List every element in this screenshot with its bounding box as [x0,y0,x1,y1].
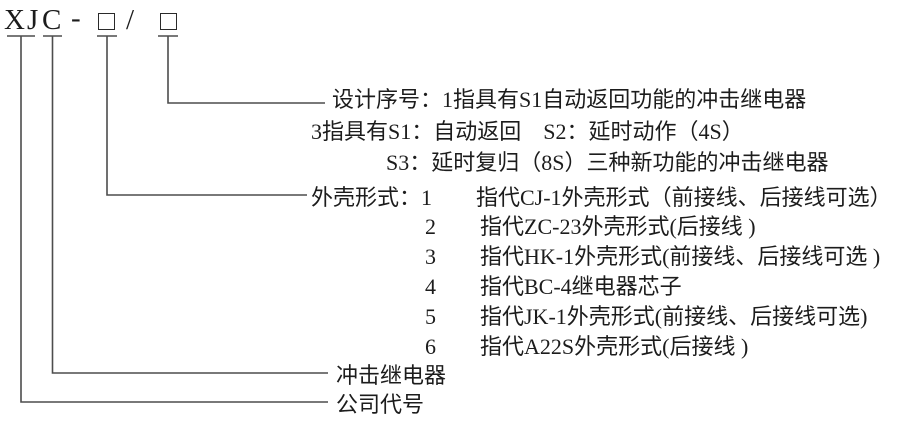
product-leader-line [43,35,328,374]
company-code-label: 公司代号 [336,392,425,417]
company-leader-line [7,35,328,403]
case-type-line-5: 5 指代JK-1外壳形式(前接线、后接线可选) [425,304,868,329]
design-serial-line-1: 设计序号：1指具有S1自动返回功能的冲击继电器 [332,87,807,112]
design-serial-leader-line [158,35,325,104]
case-type-line-3: 3 指代HK-1外壳形式(前接线、后接线可选 ) [425,244,881,269]
design-serial-line-3: S3：延时复归（8S）三种新功能的冲击继电器 [386,150,829,175]
case-type-line-2: 2 指代ZC-23外壳形式(后接线 ) [425,214,756,239]
slash-separator: / [126,4,137,36]
design-serial-line-2: 3指具有S1：自动返回 S2：延时动作（4S） [311,119,744,144]
dash-separator: - [71,2,83,34]
case-type-line-6: 6 指代A22S外壳形式(后接线 ) [425,334,749,359]
case-type-line-4: 4 指代BC-4继电器芯子 [425,274,682,299]
case-type-line-1: 外壳形式：1 指代CJ-1外壳形式（前接线、后接线可选） [311,185,892,210]
case-type-placeholder-box [98,13,115,30]
company-code-letters: XJ [4,4,41,36]
product-name-label: 冲击继电器 [336,363,447,388]
product-type-letter: C [42,4,64,36]
design-serial-placeholder-box [160,13,177,30]
case-type-leader-line [97,35,307,196]
